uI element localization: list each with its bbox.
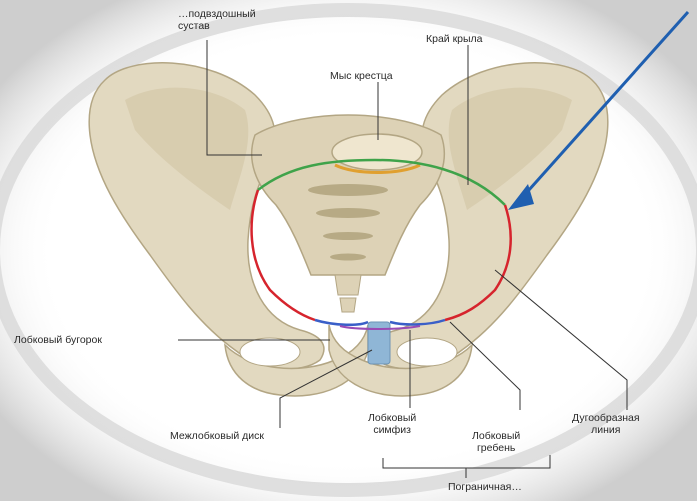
- label-text: Межлобковый диск: [170, 430, 264, 442]
- label-text: Мыс крестца: [330, 70, 393, 82]
- label-line: гребень: [472, 442, 520, 454]
- label-promontory: Мыс крестца: [330, 70, 393, 82]
- label-text: Край крыла: [426, 33, 483, 45]
- right-obturator-foramen: [397, 338, 457, 366]
- label-sacroiliac-joint: …подвздошный сустав: [178, 8, 256, 32]
- label-interpubic-disc: Межлобковый диск: [170, 430, 264, 442]
- label-wing-edge: Край крыла: [426, 33, 483, 45]
- label-text: Лобковый бугорок: [14, 334, 102, 346]
- label-line: линия: [572, 424, 640, 436]
- label-line: …подвздошный: [178, 8, 256, 20]
- label-pubic-symphysis: Лобковый симфиз: [368, 412, 416, 436]
- label-arcuate-line: Дугообразная линия: [572, 412, 640, 436]
- label-line: Лобковый: [472, 430, 520, 442]
- label-line: Лобковый: [368, 412, 416, 424]
- vertebral-body: [332, 134, 422, 170]
- label-pubic-tubercle: Лобковый бугорок: [14, 334, 102, 346]
- label-line: симфиз: [368, 424, 416, 436]
- label-line: сустав: [178, 20, 256, 32]
- label-text: Пограничная…: [448, 481, 522, 493]
- left-obturator-foramen: [240, 338, 300, 366]
- label-terminal-line: Пограничная…: [448, 481, 522, 493]
- label-pubic-crest: Лобковый гребень: [472, 430, 520, 454]
- label-line: Дугообразная: [572, 412, 640, 424]
